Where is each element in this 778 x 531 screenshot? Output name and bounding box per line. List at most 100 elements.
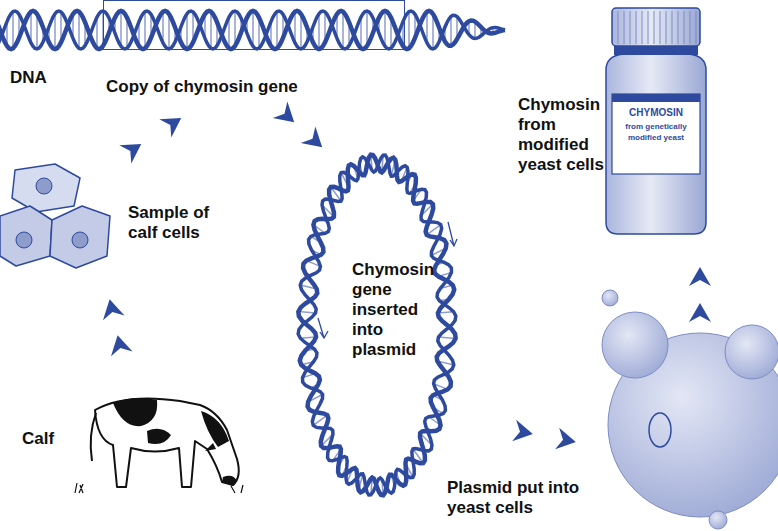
bottle-subtitle: from genetically modified yeast	[616, 121, 696, 143]
yeast-cell	[602, 290, 618, 306]
process-arrow	[263, 50, 330, 156]
calf-cell	[0, 206, 52, 266]
yeast-cell	[709, 511, 727, 529]
yeast-cell	[602, 312, 668, 378]
bottle-title: CHYMOSIN	[612, 107, 700, 118]
bottle-label	[612, 94, 700, 174]
arrow-head	[689, 267, 711, 286]
grass	[75, 483, 243, 493]
base-pair	[144, 12, 146, 49]
cap-ridge	[690, 11, 691, 44]
calf-cell	[50, 206, 110, 268]
calf: Calf	[85, 385, 245, 495]
arrow-head	[107, 333, 133, 356]
cell-nucleus	[16, 232, 32, 248]
arrow-head	[119, 135, 147, 164]
arrow-head	[512, 420, 535, 445]
arrow-head	[555, 428, 578, 453]
base-pair	[54, 14, 56, 49]
part-label: DNA	[10, 68, 70, 88]
calf-ear	[205, 443, 216, 451]
connector-path	[88, 270, 139, 385]
cap-ridge	[672, 11, 673, 44]
plasmid-strand	[298, 155, 456, 495]
cell-nucleus	[72, 232, 88, 248]
cap-ridge	[666, 11, 667, 44]
base-pair	[318, 14, 320, 49]
base-pair	[408, 12, 410, 49]
process-arrow	[88, 270, 139, 385]
process-arrow	[688, 236, 711, 325]
cap-ridge	[678, 11, 679, 44]
chymosin-bottle: Chymosin from modified yeast cellsCHYMOS…	[598, 8, 714, 236]
dna-strand	[0, 11, 505, 49]
process-arrow	[110, 50, 233, 169]
calf-patch	[201, 411, 229, 447]
plasmid-strand	[298, 155, 455, 496]
cap-ridge	[642, 11, 643, 44]
base-pair	[298, 312, 315, 313]
cap-ridge	[624, 11, 625, 44]
yeast-nucleus	[649, 413, 671, 447]
cap-ridge	[696, 11, 697, 44]
cap-ridge	[630, 11, 631, 44]
cell-nucleus	[36, 178, 52, 194]
calf-cells: Sample of calf cells	[0, 160, 110, 270]
base-pair	[438, 337, 455, 338]
bottle-band	[614, 46, 698, 55]
yeast-cells: Plasmid put into yeast cells	[600, 325, 778, 531]
node-label: Chymosin from modified yeast cells	[518, 95, 612, 175]
base-pair	[342, 12, 344, 49]
calf-patch	[113, 398, 157, 426]
connector-path	[110, 50, 233, 169]
arrow-head	[159, 109, 187, 138]
cap-ridge	[648, 11, 649, 44]
yeast-cell	[725, 325, 778, 379]
calf-art	[85, 385, 245, 495]
connector-path	[465, 391, 600, 440]
calf-body	[95, 398, 239, 487]
cap-ridge	[660, 11, 661, 44]
dna-strand	[0, 11, 505, 49]
base-pair	[276, 12, 278, 49]
dna-helix	[0, 11, 505, 49]
bottle-body	[606, 54, 706, 234]
base-pair	[450, 16, 452, 45]
yeast-cells-art	[600, 325, 778, 531]
base-pair	[384, 11, 386, 46]
calf-cells-art	[0, 160, 110, 270]
node-label: Chymosin gene inserted into plasmid	[352, 260, 440, 360]
base-pair	[186, 14, 188, 49]
label-strip	[612, 94, 700, 102]
calf-tail	[91, 413, 96, 461]
connector-path	[263, 50, 317, 150]
calf-cell	[12, 164, 80, 212]
cap-ridge	[684, 11, 685, 44]
base-pair	[12, 12, 14, 49]
arrow-head	[301, 126, 330, 155]
cap-ridge	[618, 11, 619, 44]
plasmid-ring: Chymosin gene inserted into plasmid	[290, 150, 465, 505]
process-arrow	[465, 391, 600, 453]
node-label: Calf	[22, 429, 77, 449]
arrow-head	[689, 303, 711, 322]
arrow-head	[99, 297, 125, 320]
cap-ridge	[636, 11, 637, 44]
connector-path	[688, 236, 700, 325]
node-label: Plasmid put into yeast cells	[447, 478, 607, 518]
cap-ridge	[654, 11, 655, 44]
base-pair	[252, 11, 254, 46]
base-pair	[120, 11, 122, 46]
bottle-cap	[612, 8, 700, 46]
base-pair	[78, 12, 80, 49]
node-label: Sample of calf cells	[128, 203, 238, 243]
gene-box: Copy of chymosin gene	[103, 0, 405, 50]
calf-patch	[222, 476, 237, 486]
calf-patch	[147, 429, 171, 444]
base-pair	[210, 12, 212, 49]
node-label: Copy of chymosin gene	[106, 77, 346, 97]
arrow-head	[273, 101, 302, 130]
